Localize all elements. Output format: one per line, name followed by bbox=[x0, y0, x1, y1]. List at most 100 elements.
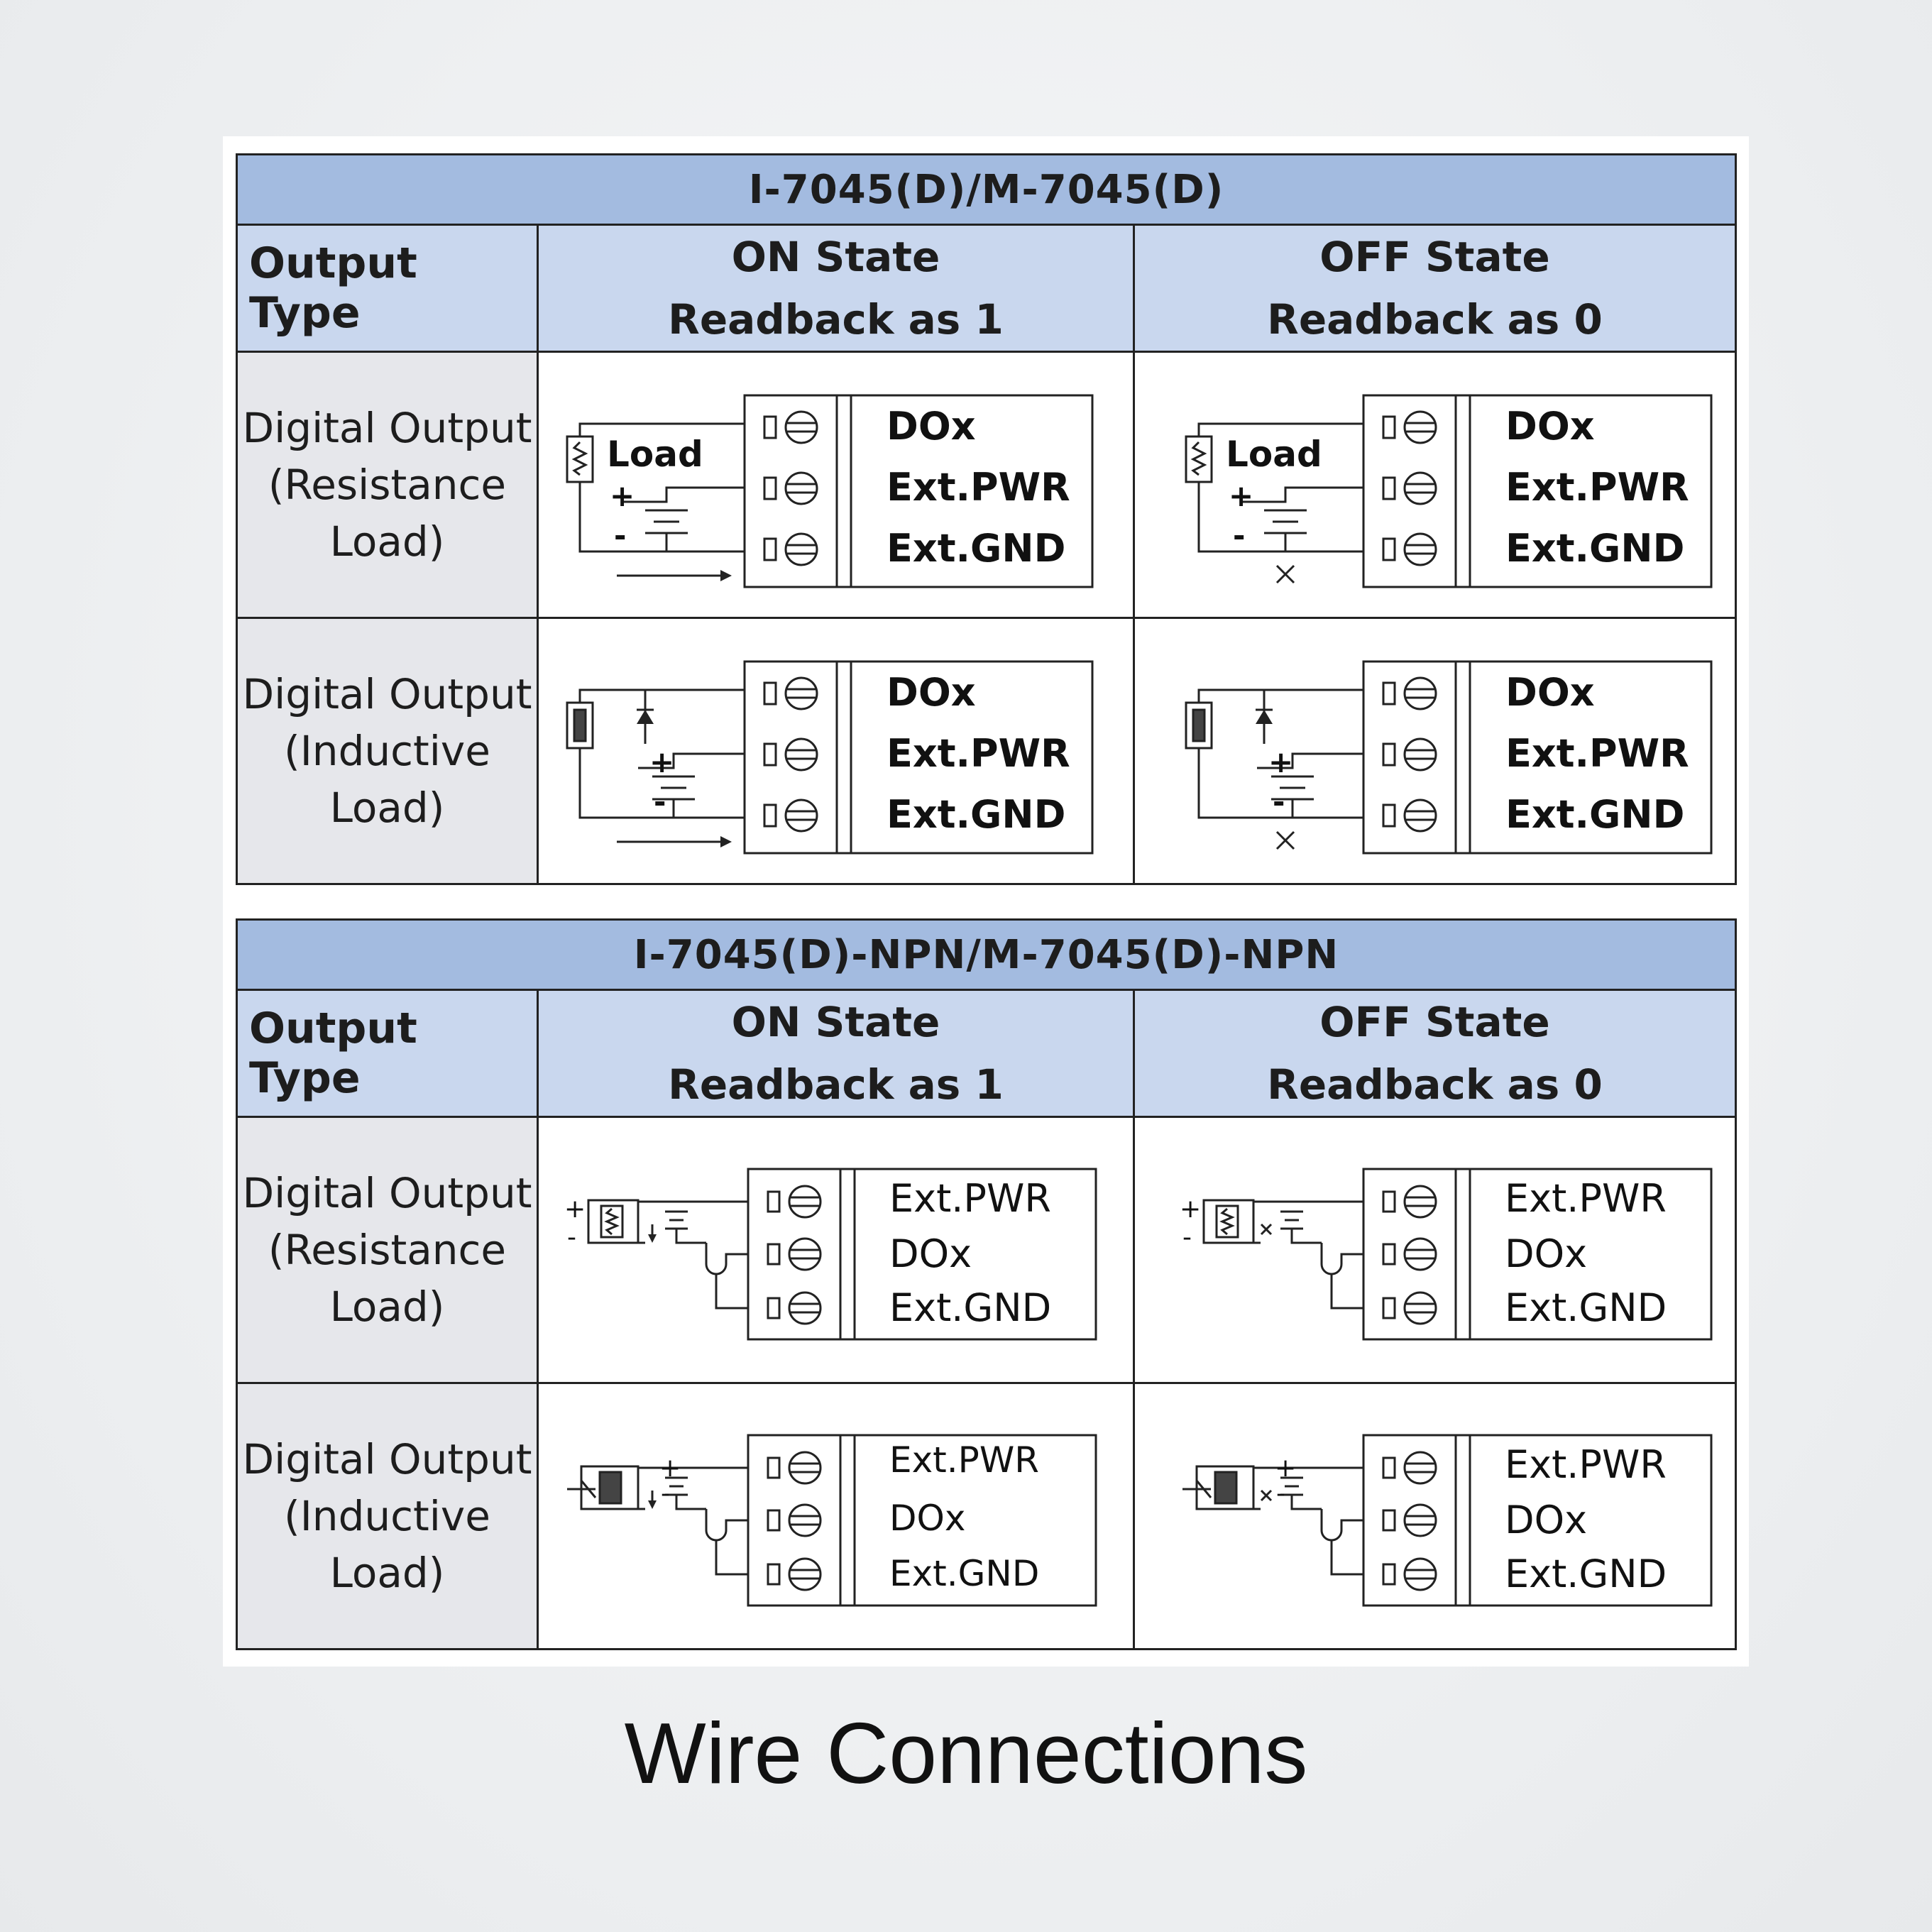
terminal-block-outline bbox=[1362, 660, 1713, 855]
on-state-label: ON State bbox=[731, 998, 940, 1046]
wiring-diagram: + - Ext.PWR DOx Ext.GND bbox=[567, 1434, 1097, 1607]
diagram-off-inductive: + - DOx Ext.PWR Ext.GND bbox=[1133, 617, 1737, 885]
load-label: Load bbox=[607, 434, 703, 475]
minus-sign: - bbox=[1276, 1479, 1285, 1508]
output-type-header: Output Type bbox=[236, 224, 539, 353]
terminal-block-outline bbox=[743, 394, 1094, 588]
output-type-resistance: Digital Output (Resistance Load) bbox=[236, 1116, 539, 1384]
table-title: I-7045(D)/M-7045(D) bbox=[236, 153, 1737, 226]
wiring-table-card: I-7045(D)/M-7045(D) Output Type ON State… bbox=[223, 136, 1749, 1667]
type-line: Digital Output bbox=[242, 1435, 532, 1483]
inductor-box-icon bbox=[580, 1465, 640, 1510]
terminal-label: DOx bbox=[887, 404, 976, 449]
type-line: Load) bbox=[329, 784, 445, 832]
wiring-diagram: Load + - DOx Ext.PWR Ext.GND bbox=[1185, 394, 1713, 588]
terminal-label: Ext.GND bbox=[887, 526, 1065, 571]
terminal-screw-icon bbox=[767, 1557, 822, 1591]
terminal-label: DOx bbox=[889, 1231, 972, 1276]
terminal-screw-icon bbox=[1382, 410, 1437, 444]
terminal-screw-icon bbox=[763, 471, 818, 505]
off-state-label: OFF State bbox=[1319, 233, 1550, 281]
terminal-screw-icon bbox=[1382, 471, 1437, 505]
transistor-icon bbox=[1320, 1509, 1363, 1542]
terminal-label: Ext.PWR bbox=[887, 731, 1070, 776]
terminal-label: Ext.GND bbox=[1505, 792, 1684, 837]
terminal-label: Ext.PWR bbox=[889, 1439, 1039, 1481]
terminal-screw-icon bbox=[763, 410, 818, 444]
terminal-label: Ext.PWR bbox=[1505, 731, 1689, 776]
type-line: (Resistance bbox=[268, 461, 507, 509]
off-readback-label: Readback as 0 bbox=[1267, 295, 1603, 344]
terminal-label: Ext.PWR bbox=[1505, 1442, 1667, 1487]
plus-sign: + bbox=[1180, 1195, 1201, 1224]
minus-sign: - bbox=[1233, 518, 1245, 553]
diagram-off-npn-inductive: + - Ext.PWR DOx Ext.GND bbox=[1133, 1382, 1737, 1650]
type-line: Digital Output bbox=[242, 1169, 532, 1217]
resistor-box-icon bbox=[587, 1199, 640, 1244]
terminal-block-outline bbox=[1362, 394, 1713, 588]
minus-sign: - bbox=[614, 518, 626, 553]
terminal-label: Ext.PWR bbox=[889, 1176, 1051, 1221]
plus-sign: + bbox=[610, 478, 635, 513]
minus-sign: - bbox=[661, 1479, 670, 1508]
output-type-resistance: Digital Output (Resistance Load) bbox=[236, 351, 539, 619]
output-type-header: Output Type bbox=[236, 989, 539, 1118]
terminal-screw-icon bbox=[767, 1451, 822, 1485]
type-line: (Resistance bbox=[268, 1226, 507, 1274]
terminal-label: DOx bbox=[1505, 670, 1595, 715]
plus-sign: + bbox=[649, 745, 674, 779]
terminal-screw-icon bbox=[1382, 1451, 1437, 1485]
table-row: Digital Output (Inductive Load) bbox=[236, 1382, 1737, 1650]
terminal-screw-icon bbox=[767, 1503, 822, 1537]
off-state-header: OFF State Readback as 0 bbox=[1133, 989, 1737, 1118]
terminal-screw-icon bbox=[767, 1291, 822, 1325]
off-readback-label: Readback as 0 bbox=[1267, 1060, 1603, 1109]
off-state-label: OFF State bbox=[1319, 998, 1550, 1046]
terminal-label: DOx bbox=[1505, 1498, 1587, 1542]
type-line: Load) bbox=[329, 1549, 445, 1597]
plus-sign: + bbox=[564, 1195, 586, 1224]
caption: Wire Connections bbox=[624, 1705, 1308, 1801]
off-state-header: OFF State Readback as 0 bbox=[1133, 224, 1737, 353]
terminal-screw-icon bbox=[1382, 1557, 1437, 1591]
plus-sign: + bbox=[1275, 1454, 1296, 1483]
output-type-inductive: Digital Output (Inductive Load) bbox=[236, 1382, 539, 1650]
terminal-label: Ext.GND bbox=[889, 1553, 1039, 1594]
on-state-label: ON State bbox=[731, 233, 940, 281]
terminal-screw-icon bbox=[763, 532, 818, 566]
table-7045: I-7045(D)/M-7045(D) Output Type ON State… bbox=[236, 153, 1737, 885]
table-row: Digital Output (Resistance Load) bbox=[236, 351, 1737, 619]
wiring-diagram: + - DOx Ext.PWR Ext.GND bbox=[1185, 660, 1713, 855]
terminal-screw-icon bbox=[767, 1185, 822, 1219]
table-7045-npn: I-7045(D)-NPN/M-7045(D)-NPN Output Type … bbox=[236, 918, 1737, 1650]
terminal-screw-icon bbox=[767, 1237, 822, 1271]
wiring-diagram: + - Ext.PWR DOx Ext.GND bbox=[564, 1168, 1097, 1341]
terminal-screw-icon bbox=[1382, 798, 1437, 833]
terminal-label: Ext.GND bbox=[1505, 526, 1684, 571]
terminal-label: DOx bbox=[1505, 1231, 1587, 1276]
inductor-box-icon bbox=[1195, 1465, 1255, 1510]
terminal-label: DOx bbox=[1505, 404, 1595, 449]
wiring-diagram: + - DOx Ext.PWR Ext.GND bbox=[566, 660, 1094, 855]
terminal-label: Ext.GND bbox=[889, 1285, 1051, 1330]
diagram-on-npn-inductive: + - Ext.PWR DOx Ext.GND bbox=[537, 1382, 1135, 1650]
table-title: I-7045(D)-NPN/M-7045(D)-NPN bbox=[236, 918, 1737, 991]
terminal-label: DOx bbox=[889, 1498, 965, 1539]
terminal-block-outline bbox=[743, 660, 1094, 855]
terminal-screw-icon bbox=[763, 737, 818, 772]
transistor-icon bbox=[705, 1509, 748, 1542]
terminal-screw-icon bbox=[1382, 1237, 1437, 1271]
minus-sign: - bbox=[567, 1223, 576, 1252]
on-readback-label: Readback as 1 bbox=[668, 295, 1004, 344]
type-line: (Inductive bbox=[284, 1492, 490, 1540]
output-type-inductive: Digital Output (Inductive Load) bbox=[236, 617, 539, 885]
diagram-off-resistance: Load + - DOx Ext.PWR Ext.GND bbox=[1133, 351, 1737, 619]
terminal-screw-icon bbox=[763, 798, 818, 833]
diagram-on-inductive: + - DOx Ext.PWR Ext.GND bbox=[537, 617, 1135, 885]
plus-sign: + bbox=[1268, 745, 1293, 779]
transistor-icon bbox=[1320, 1243, 1363, 1275]
type-line: Digital Output bbox=[242, 670, 532, 718]
terminal-label: Ext.GND bbox=[887, 792, 1065, 837]
load-label: Load bbox=[1226, 434, 1322, 475]
on-state-header: ON State Readback as 1 bbox=[537, 224, 1135, 353]
